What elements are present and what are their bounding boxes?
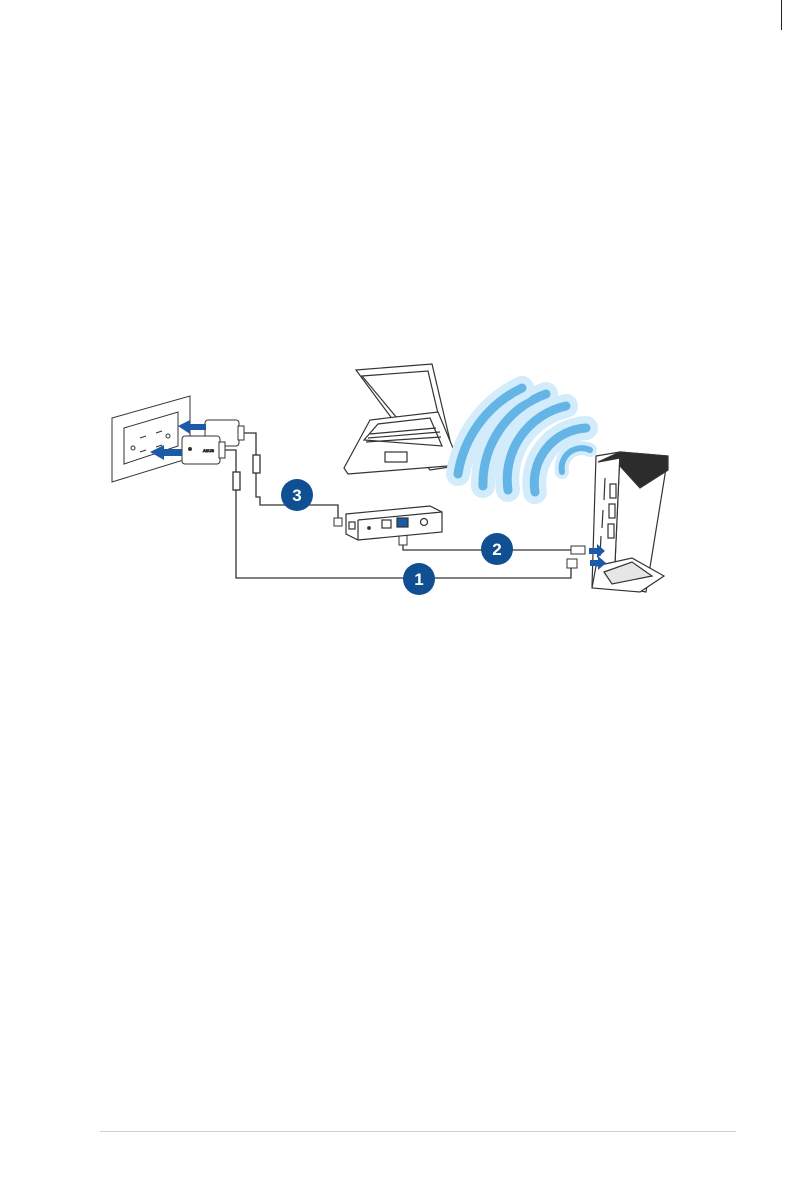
wall-outlet (112, 396, 190, 482)
step-badge-2: 2 (481, 533, 513, 565)
modem (346, 506, 442, 540)
step-badge-3: 3 (281, 479, 313, 511)
footer-rule (100, 1131, 736, 1132)
adapter-brand-logo: ASUS (203, 448, 214, 453)
wifi-signal-icon (458, 388, 590, 492)
wireless-router (592, 452, 668, 592)
step-badge-1: 1 (403, 563, 435, 595)
svg-text:1: 1 (414, 570, 423, 589)
svg-text:2: 2 (492, 540, 501, 559)
svg-text:3: 3 (292, 486, 301, 505)
modem-power-adapter: ASUS (182, 436, 225, 464)
laptop (344, 364, 460, 474)
